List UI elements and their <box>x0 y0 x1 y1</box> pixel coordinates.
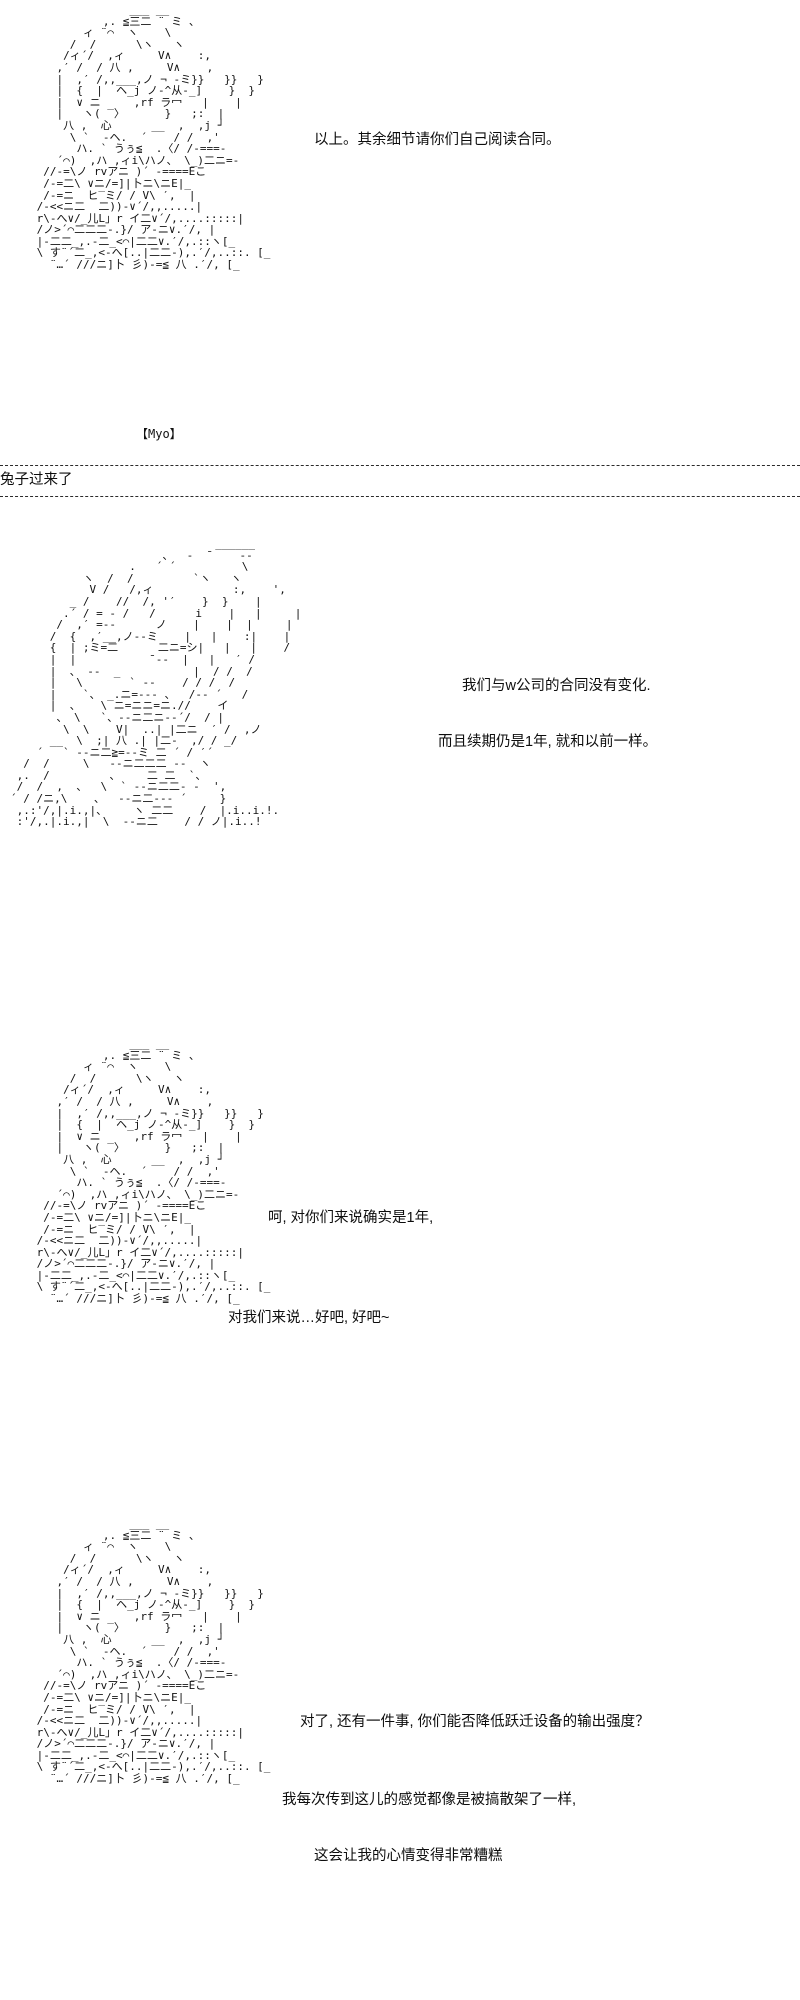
dialogue-line: 以上。其余细节请你们自己阅读合同。 <box>314 132 561 148</box>
dialogue-line: 我们与w公司的合同没有变化. <box>462 678 651 694</box>
speech-block-1: 以上。其余细节请你们自己阅读合同。 <box>314 132 784 149</box>
narration-text: 兔子过来了 <box>0 472 73 488</box>
divider-top <box>0 465 800 466</box>
dialogue-line: 对我们来说…好吧, 好吧~ <box>228 1310 390 1326</box>
ascii-art-portrait-rabbit: ______ 、 ‐ ̄ ‐- . ´ ´ \ ヽ / / `ヽ ヽ V / /… <box>10 537 302 829</box>
dialogue-line: 对了, 还有一件事, 你们能否降低跃迁设备的输出强度？ <box>300 1714 650 1730</box>
speech-block-4: 对了, 还有一件事, 你们能否降低跃迁设备的输出强度？ <box>300 1714 800 1731</box>
speech-block-2b: 而且续期仍是1年, 就和以前一样。 <box>438 734 798 751</box>
speech-block-3b: 对我们来说…好吧, 好吧~ <box>228 1310 648 1327</box>
dialogue-line: 这会让我的心情变得非常糟糕 <box>314 1848 503 1864</box>
ascii-art-portrait-myo-1: ___ __ ,. ≦三二 ¨ ミ 、 ィ ¨⌒ ヽ \ / / \ヽ ヽ /ィ… <box>36 3 271 272</box>
speech-block-4c: 这会让我的心情变得非常糟糕 <box>314 1848 800 1865</box>
speaker-name-tag-1: 【Myo】 <box>136 427 182 441</box>
ascii-art-portrait-myo-3: ___ __ ,. ≦三二 ¨ ミ 、 ィ ¨⌒ ヽ \ / / \ヽ ヽ /ィ… <box>36 1517 271 1786</box>
dialogue-line: 而且续期仍是1年, 就和以前一样。 <box>438 734 658 750</box>
speech-block-2: 我们与w公司的合同没有变化. <box>462 678 800 695</box>
narration-band-1: 兔子过来了 <box>0 465 800 497</box>
ascii-art-portrait-myo-2: ___ __ ,. ≦三二 ¨ ミ 、 ィ ¨⌒ ヽ \ / / \ヽ ヽ /ィ… <box>36 1037 271 1306</box>
dialogue-line: 我每次传到这儿的感觉都像是被搞散架了一样, <box>282 1792 577 1808</box>
speech-block-3: 呵, 对你们来说确实是1年, <box>268 1210 688 1227</box>
divider-bottom <box>0 496 800 497</box>
speech-block-4b: 我每次传到这儿的感觉都像是被搞散架了一样, <box>282 1792 782 1809</box>
dialogue-line: 呵, 对你们来说确实是1年, <box>268 1210 434 1226</box>
